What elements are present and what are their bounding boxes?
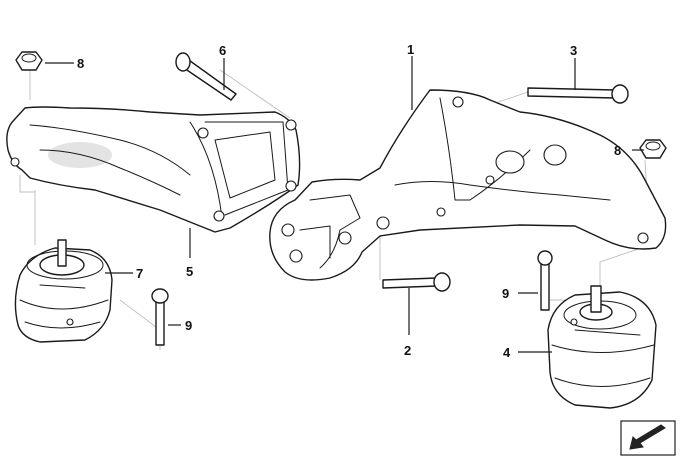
- leader-lines: [45, 56, 644, 353]
- bolt-part-3: [527, 84, 629, 104]
- callout-labels: 1 2 3 4 5 6 7 8 8 9 9: [77, 42, 621, 360]
- nut-part-8-left: [15, 51, 43, 71]
- left-engine-bracket: [6, 106, 301, 233]
- callout-2: 2: [404, 343, 411, 358]
- callout-6: 6: [219, 43, 226, 58]
- right-engine-mount: [547, 285, 657, 409]
- callout-1: 1: [407, 42, 414, 57]
- callout-7: 7: [136, 266, 143, 281]
- callout-9-right: 9: [502, 286, 509, 301]
- callout-9-left: 9: [185, 318, 192, 333]
- callout-3: 3: [570, 43, 577, 58]
- left-engine-mount: [14, 239, 113, 343]
- bolt-part-9-right: [537, 250, 553, 311]
- arrow-down-left-icon[interactable]: [620, 420, 676, 456]
- bolt-part-9-left: [151, 288, 169, 346]
- callout-8-left: 8: [77, 56, 84, 71]
- bolt-part-2: [382, 272, 451, 292]
- callout-5: 5: [186, 264, 193, 279]
- callout-4: 4: [503, 345, 511, 360]
- nut-part-8-right: [639, 139, 667, 159]
- right-engine-bracket: [269, 89, 667, 281]
- bolt-part-6: [175, 52, 237, 101]
- callout-8-right: 8: [614, 143, 621, 158]
